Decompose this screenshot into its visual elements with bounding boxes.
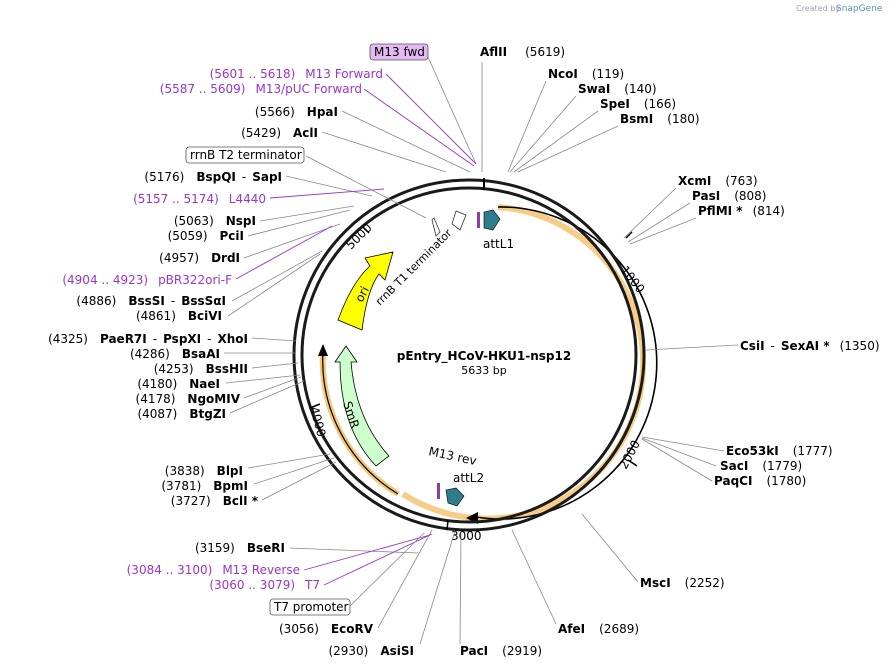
site-bpmi: (3781)BpmI (161, 479, 248, 493)
site-acli: (5429)AclI (241, 126, 318, 140)
site-aflii: AflII(5619) (480, 45, 565, 59)
left-arrowhead (318, 344, 328, 356)
rrnb-t2-label: rrnB T2 terminator (190, 148, 302, 162)
ori-label: ori (352, 284, 372, 304)
credit-prefix: Created by (796, 4, 840, 13)
site-bcivi: (4861)BciVI (136, 309, 222, 323)
ori-feature (337, 251, 394, 331)
site-pasi: PasI(808) (692, 189, 766, 203)
m13rev-mark (437, 483, 440, 499)
site-paqci: PaqCI(1780) (714, 474, 806, 488)
attl2-feature (445, 487, 465, 507)
site-bseri: (3159)BseRI (195, 541, 285, 555)
site-spei: SpeI(166) (600, 97, 676, 111)
site-csii-sexai: CsiI-SexAI *(1350) (740, 339, 880, 353)
site-bsaai: (4286)BsaAI (130, 347, 220, 361)
plasmid-size: 5633 bp (461, 364, 506, 377)
smr-feature (334, 345, 390, 467)
attl1-feature (483, 209, 501, 231)
tick-mark (361, 225, 370, 234)
snapgene-logo: SnapGene (836, 4, 883, 14)
site-pflmi: PflMI *(814) (698, 204, 785, 218)
tick-mark (446, 519, 449, 531)
primer-m13-reverse: (3084 .. 3100)M13 Reverse (127, 563, 300, 577)
left-arrow (322, 349, 399, 495)
t7-promoter-box (269, 598, 351, 616)
site-drdi: (4957)DrdI (159, 251, 240, 265)
site-eco53ki: Eco53kI(1777) (726, 444, 833, 458)
site-bspqi-sapi: (5176)BspQI-SapI (144, 170, 282, 184)
backbone-inner (300, 186, 638, 524)
tick-mark (309, 403, 321, 409)
site-saci: SacI(1779) (720, 459, 802, 473)
primer-m13-puc-forward: (5587 .. 5609)M13/pUC Forward (160, 82, 362, 96)
site-bsshii: (4253)BssHII (154, 362, 248, 376)
attl1-label: attL1 (483, 237, 514, 251)
rrnb-t2-shape (431, 217, 441, 237)
plasmid-name: pEntry_HCoV-HKU1-nsp12 (397, 349, 571, 364)
site-blpi: (3838)BlpI (165, 464, 243, 478)
site-asisi: (2930)AsiSI (328, 644, 414, 658)
site-nspi: (5063)NspI (174, 214, 256, 228)
tick-label-5000: 5000 (343, 221, 374, 252)
tick-label-3000: 3000 (451, 529, 482, 543)
primer-l4440: (5157 .. 5174)L4440 (133, 192, 266, 206)
tick-mark (625, 231, 633, 239)
site-bcli: (3727)BclI * (171, 494, 259, 508)
rrnb-t1-shape (451, 210, 467, 231)
leader-lines (224, 56, 739, 645)
tick-mark (627, 459, 638, 467)
primer-m13-forward: (5601 .. 5618)M13 Forward (210, 67, 383, 81)
site-xcmi: XcmI(763) (678, 174, 758, 188)
site-paer7i-pspxi-xhoi: (4325)PaeR7I-PspXI-XhoI (48, 332, 248, 346)
primer-lines (235, 73, 477, 607)
attl2-label: attL2 (453, 471, 484, 485)
site-swai: SwaI(140) (578, 82, 657, 96)
site-pcii: (5059)PciI (168, 229, 244, 243)
site-bsmi: BsmI(180) (620, 112, 700, 126)
site-ncoi: NcoI(119) (548, 67, 624, 81)
site-ngomiv: (4178)NgoMIV (136, 392, 241, 406)
site-hpai: (5566)HpaI (255, 105, 338, 119)
site-msci: MscI(2252) (640, 576, 725, 590)
site-afei: AfeI(2689) (558, 622, 639, 636)
m13fwd-mark (477, 212, 480, 228)
site-btgzi: (4087)BtgZI (137, 407, 226, 421)
site-paci: PacI(2919) (460, 644, 542, 658)
m13fwd-label: M13 fwd (374, 45, 425, 59)
backbone-outer (292, 178, 646, 532)
primer-pbr322ori-f: (4904 .. 4923)pBR322ori-F (62, 273, 232, 287)
m13rev-label: M13 rev (427, 444, 477, 468)
site-naei: (4180)NaeI (137, 377, 220, 391)
tick-label-4000: 4000 (307, 405, 328, 438)
rrnb-t2-box (185, 146, 305, 164)
primer-t7: (3060 .. 3079)T7 (209, 578, 320, 592)
t7-promoter-label: T7 promoter (273, 600, 349, 614)
m13fwd-box (369, 43, 429, 61)
site-bsssi-bsssai: (4886)BssSI-BssSαI (76, 294, 226, 308)
site-ecorv: (3056)EcoRV (279, 622, 374, 636)
